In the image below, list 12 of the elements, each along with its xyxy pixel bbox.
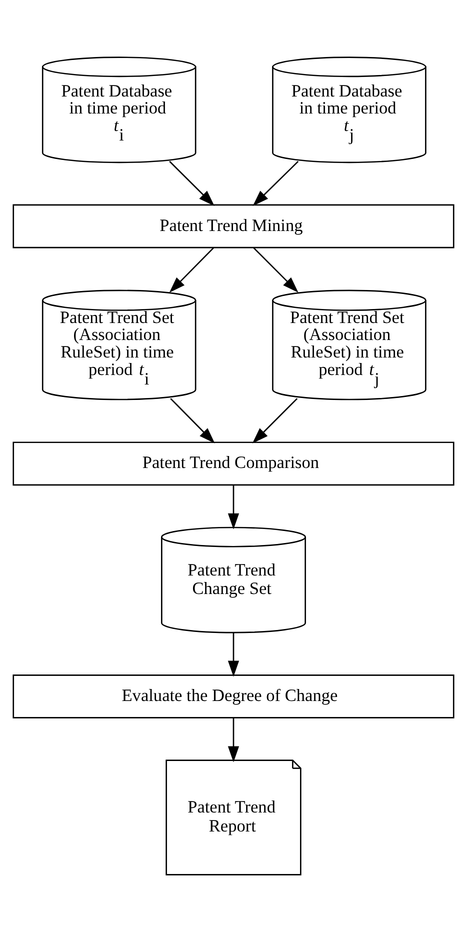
- arrow: [228, 718, 240, 762]
- arrow: [170, 398, 215, 444]
- arrow: [169, 160, 214, 206]
- node-box: Patent Trend Comparison: [12, 442, 454, 486]
- node-box: Evaluate the Degree of Change: [12, 674, 454, 718]
- arrow: [228, 632, 240, 677]
- node-box: Patent Trend Mining: [12, 204, 454, 248]
- arrow: [169, 247, 214, 293]
- arrow: [252, 160, 299, 206]
- arrow: [253, 247, 298, 293]
- arrow: [252, 398, 298, 444]
- arrow: [228, 485, 240, 530]
